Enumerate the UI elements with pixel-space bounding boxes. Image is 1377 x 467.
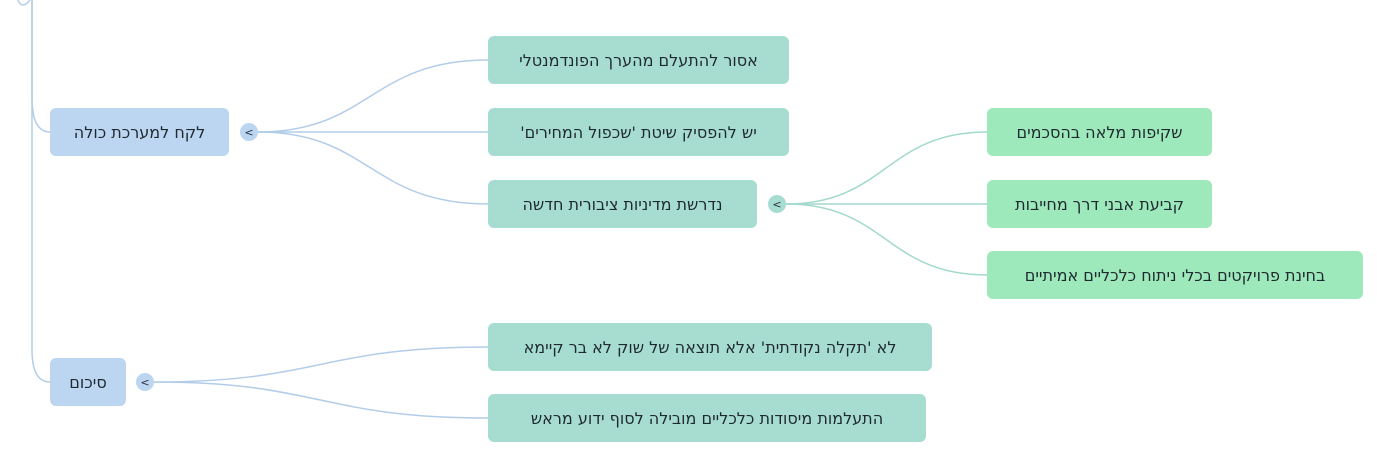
branch-node-summary[interactable]: סיכום [50, 358, 126, 406]
branch-node-lesson[interactable]: לקח למערכת כולה [50, 108, 229, 156]
child-node-ignoring-fundamentals[interactable]: התעלמות מיסודות כלכליים מובילה לסוף ידוע… [488, 394, 926, 442]
link-b1-c1 [257, 59, 489, 133]
collapse-toggle-icon[interactable]: < [136, 373, 154, 391]
link-s-l1 [785, 131, 988, 205]
link-s-l3 [785, 203, 988, 276]
child-node-price-duplication[interactable]: יש להפסיק שיטת 'שכפול המחירים' [488, 108, 789, 156]
link-b2-c1 [153, 346, 489, 383]
collapse-toggle-icon[interactable]: < [240, 123, 258, 141]
leaf-node-transparency[interactable]: שקיפות מלאה בהסכמים [987, 108, 1212, 156]
child-node-fundamental-value[interactable]: אסור להתעלם מהערך הפונדמנטלי [488, 36, 789, 84]
link-b2-c2 [153, 381, 489, 419]
leaf-node-economic-tools[interactable]: בחינת פרויקטים בכלי ניתוח כלכליים אמיתיי… [987, 251, 1363, 299]
child-node-public-policy[interactable]: נדרשת מדיניות ציבורית חדשה [488, 180, 757, 228]
link-b1-c3 [257, 131, 489, 205]
child-node-unsustainable-market[interactable]: לא 'תקלה נקודתית' אלא תוצאה של שוק לא בר… [488, 323, 932, 371]
trunk-line [17, 0, 31, 6]
collapse-toggle-icon[interactable]: < [768, 195, 786, 213]
trunk-to-branch-2 [31, 0, 51, 383]
trunk-to-branch-1 [31, 0, 51, 133]
leaf-node-milestones[interactable]: קביעת אבני דרך מחייבות [987, 180, 1212, 228]
